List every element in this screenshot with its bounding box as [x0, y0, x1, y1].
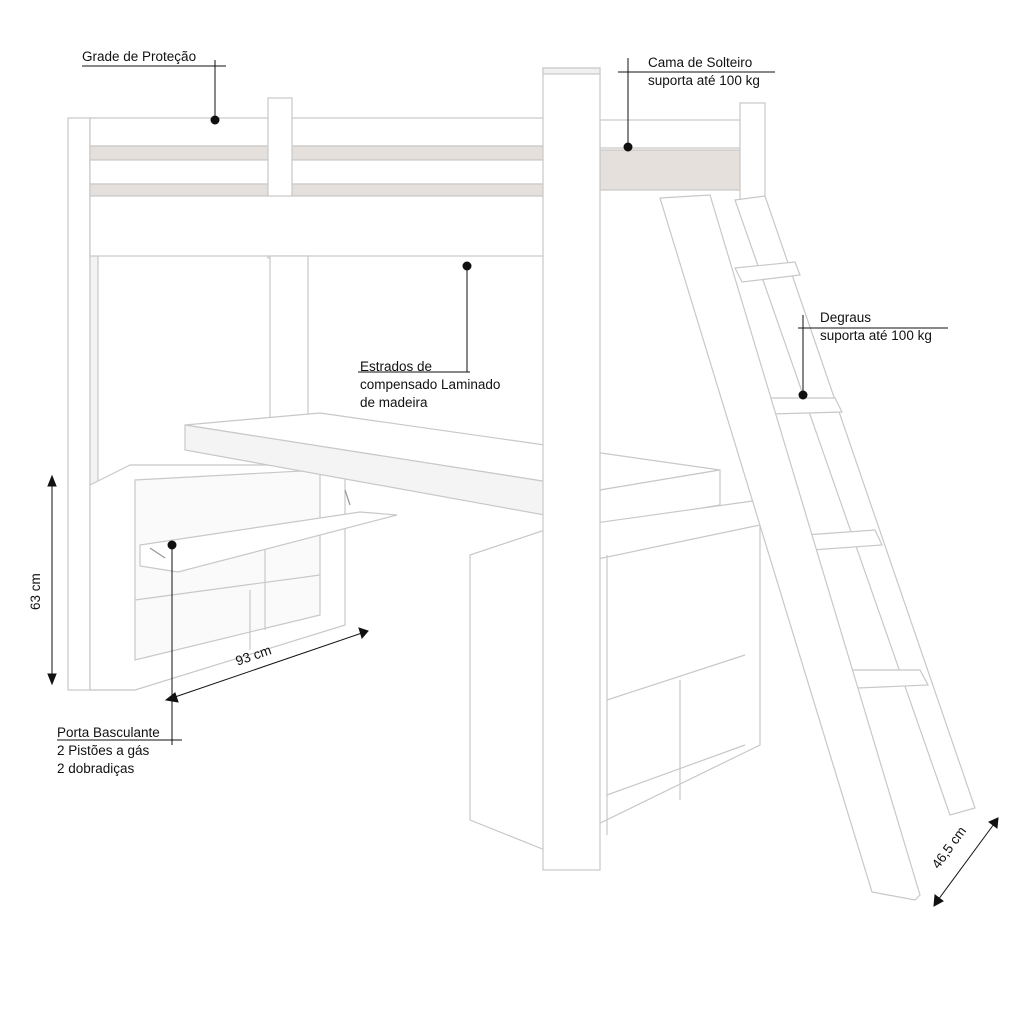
steps-label: Degraus suporta até 100 kg — [820, 309, 932, 345]
height-dimension-label: 63 cm — [28, 573, 43, 610]
steps-marker — [798, 390, 808, 400]
slats-line-1: Estrados de — [360, 359, 433, 374]
left-back-post — [67, 117, 91, 691]
right-storage-unit — [469, 499, 761, 851]
bed-side-rail — [89, 195, 546, 257]
single-bed-label: Cama de Solteiro suporta até 100 kg — [648, 54, 760, 90]
flap-door — [139, 511, 398, 573]
flap-door-title: Porta Basculante — [57, 725, 160, 740]
slats-line-2: compensado Laminado — [360, 377, 501, 392]
guard-rail-top — [89, 117, 546, 147]
single-bed-title: Cama de Solteiro — [648, 55, 753, 70]
right-back-post — [739, 102, 766, 201]
front-post — [542, 67, 601, 871]
slats-line-3: de madeira — [360, 395, 428, 410]
guard-rail-marker — [210, 115, 220, 125]
guard-rail-middle — [89, 159, 546, 185]
flap-door-label: Porta Basculante 2 Pistões a gás 2 dobra… — [57, 724, 160, 778]
center-post — [269, 255, 309, 427]
ladder-right-rail — [734, 195, 976, 816]
flap-door-pistons: 2 Pistões a gás — [57, 743, 150, 758]
steps-title: Degraus — [820, 310, 872, 325]
bed-marker — [623, 142, 633, 152]
flap-door-marker — [167, 540, 177, 550]
depth-dimension-arrow — [933, 817, 999, 907]
single-bed-capacity: suporta até 100 kg — [648, 73, 760, 88]
back-rail — [599, 119, 741, 149]
guard-rail-label: Grade de Proteção — [82, 49, 197, 64]
slats-marker — [462, 261, 472, 271]
ladder-left-rail — [659, 194, 921, 901]
slats-label: Estrados de compensado Laminado de madei… — [360, 358, 500, 412]
mattress-shadow — [599, 149, 741, 191]
flap-door-hinges: 2 dobradiças — [57, 761, 135, 776]
steps-capacity: suporta até 100 kg — [820, 328, 932, 343]
width-dimension-arrow — [164, 627, 369, 703]
height-dimension-arrow — [47, 474, 57, 686]
